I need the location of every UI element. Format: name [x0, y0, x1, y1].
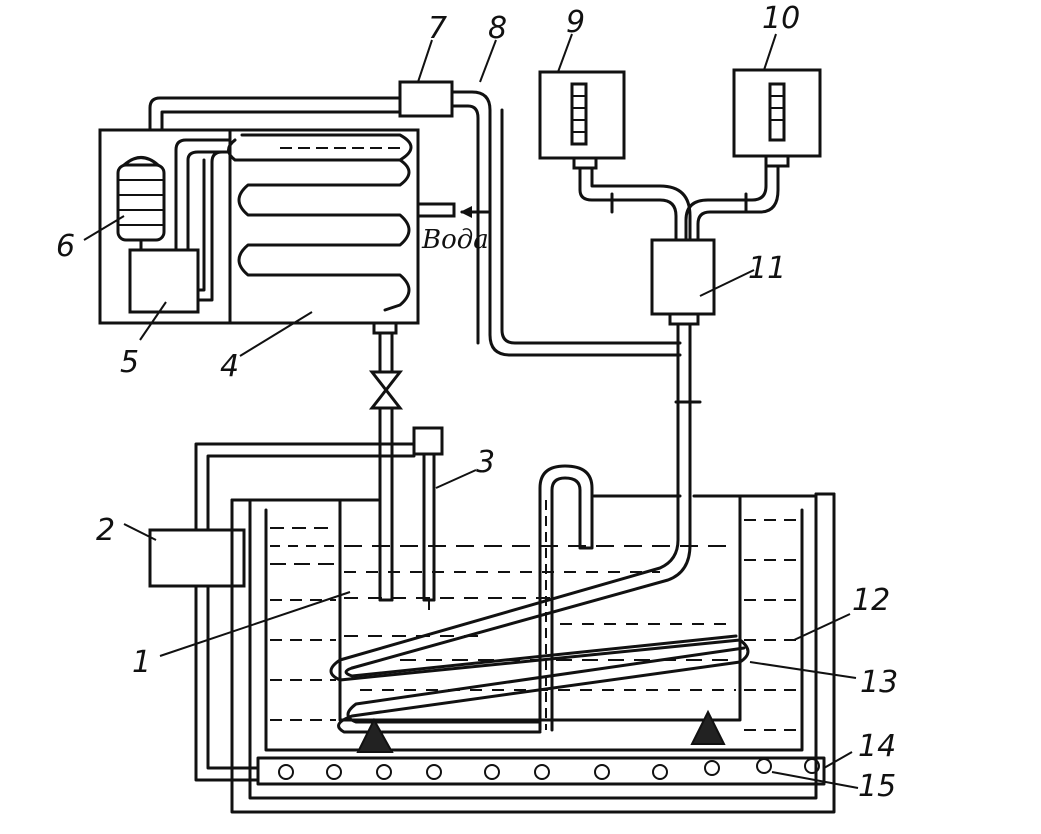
leader-lines: [83, 33, 859, 789]
gauge-10-pipe-b: [684, 164, 768, 242]
motor-box-5: [128, 248, 200, 314]
control-box-11-base: [668, 312, 700, 326]
label-6: 6: [56, 229, 75, 264]
siphon-tube: [538, 464, 594, 732]
gauge-9-pipe: [578, 166, 678, 242]
pipe-to-condenser-2: [196, 158, 206, 292]
wire-2-to-heater: [194, 584, 260, 782]
suction-line-8-b: [500, 108, 682, 345]
wire-2-to-heater-b: [206, 584, 260, 770]
water-label: Вода: [421, 225, 489, 255]
label-5: 5: [120, 345, 139, 380]
label-11: 11: [748, 251, 786, 286]
outer-bath: [230, 492, 836, 814]
pipe-motor-link: [174, 138, 232, 252]
suction-line-8-inner: [450, 104, 480, 345]
label-13: 13: [860, 665, 898, 700]
wire-2-to-3-b: [206, 454, 416, 532]
label-7: 7: [428, 11, 447, 46]
label-4: 4: [220, 349, 239, 384]
pipe-compressor-up: [148, 96, 402, 132]
gauge-10: [732, 68, 822, 168]
gauge-10-pipe: [696, 164, 780, 242]
label-8: 8: [488, 11, 507, 46]
line-11-to-coil: [338, 322, 680, 662]
pipe-motor-link-2: [186, 150, 232, 252]
condenser-coil-4: [227, 133, 413, 312]
compressor-6: [116, 156, 166, 257]
label-10: 10: [762, 1, 800, 36]
gauge-9: [538, 70, 626, 170]
suction-line-8: [450, 90, 682, 357]
relay-box-2: [148, 528, 246, 588]
expansion-valve-7: [398, 80, 454, 118]
gauge-9-pipe-b: [590, 166, 692, 242]
control-box-11: [650, 238, 716, 316]
cooling-coil-13: [329, 634, 750, 734]
label-1: 1: [132, 645, 151, 680]
sensor-3: [412, 426, 444, 610]
wire-2-to-3: [194, 442, 416, 532]
support-left: [356, 717, 394, 753]
label-14: 14: [858, 729, 896, 764]
pipe-compressor-up-inner: [160, 110, 402, 132]
heater-tube-14: [256, 756, 826, 786]
label-12: 12: [852, 583, 890, 618]
liquid-hatching: [270, 519, 798, 731]
water-inlet: [416, 202, 490, 218]
support-right: [690, 709, 726, 745]
condenser-drain-valve: [368, 321, 404, 602]
pipe-to-condenser: [196, 150, 224, 302]
label-2: 2: [96, 513, 115, 548]
label-3: 3: [476, 445, 495, 480]
label-9: 9: [566, 5, 585, 40]
label-15: 15: [858, 769, 896, 804]
